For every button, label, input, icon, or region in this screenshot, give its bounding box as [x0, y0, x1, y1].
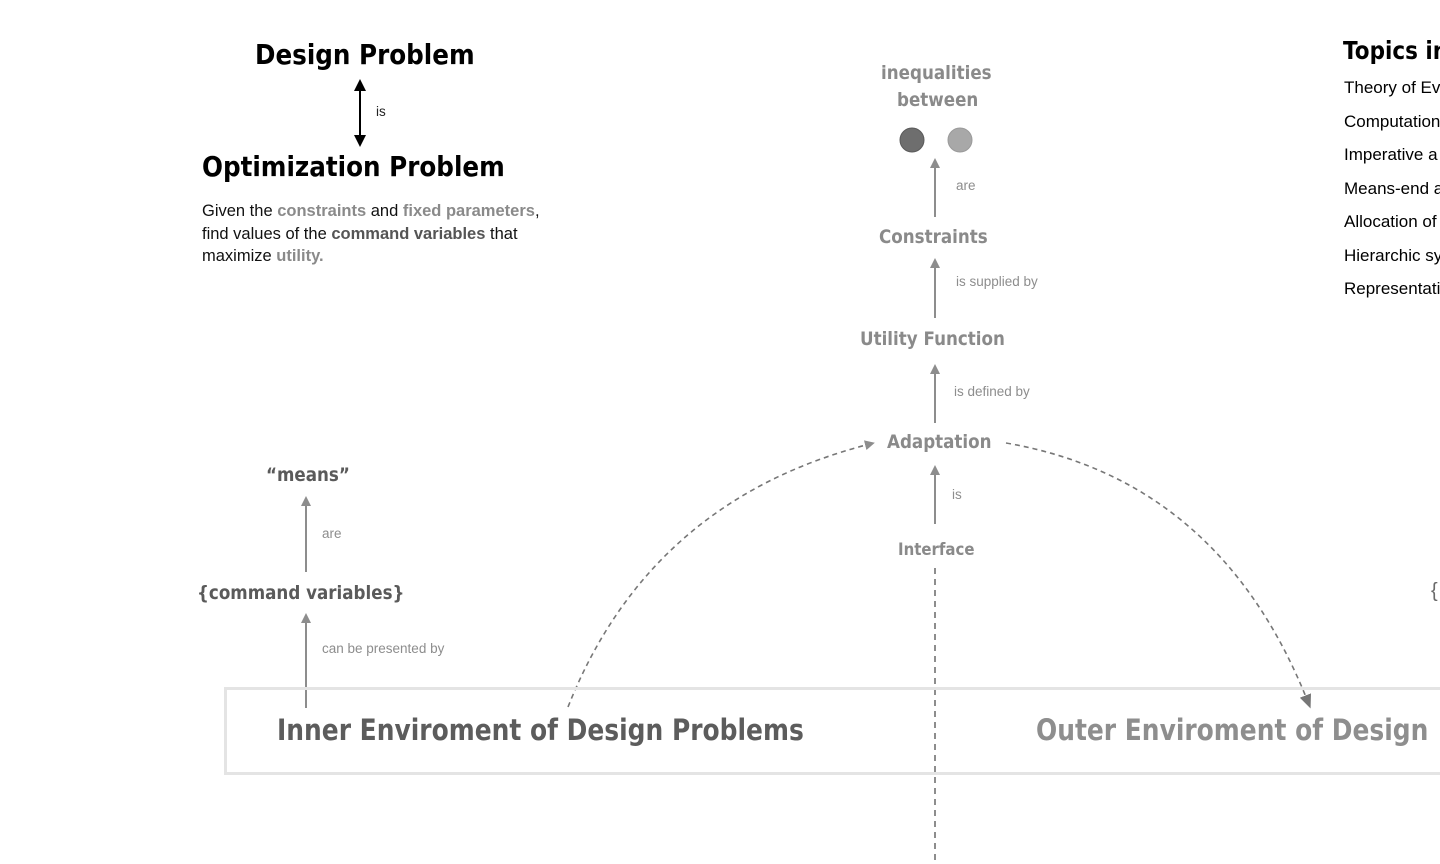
- is-label: is: [952, 487, 962, 502]
- outer-environment-label: Outer Enviroment of Design: [1036, 713, 1429, 747]
- arc-adaptation-to-outer: [1005, 442, 1311, 709]
- inequality-dot-dark: [899, 127, 925, 153]
- adaptation-node: Adaptation: [887, 431, 992, 453]
- desc-text: maximize: [202, 247, 277, 265]
- design-problem-title: Design Problem: [255, 38, 475, 71]
- optimization-problem-title: Optimization Problem: [202, 150, 505, 183]
- command-variables-node: {command variables}: [197, 582, 405, 604]
- desc-constraints: constraints: [277, 202, 367, 220]
- inequality-dot-light: [947, 127, 973, 153]
- desc-text: ,: [534, 202, 540, 220]
- utility-function-node: Utility Function: [860, 328, 1005, 350]
- desc-text: and: [366, 202, 403, 220]
- topic-item: Theory of Ev: [1344, 78, 1440, 97]
- topic-item: Allocation of: [1344, 212, 1437, 231]
- defined-by-label: is defined by: [954, 384, 1030, 399]
- supplied-by-label: is supplied by: [956, 274, 1038, 289]
- topic-item: Imperative a: [1344, 145, 1438, 164]
- topic-item: Representati: [1344, 279, 1440, 298]
- desc-text: find values of the: [202, 224, 332, 243]
- are-label: are: [956, 178, 976, 193]
- environment-box: [224, 687, 1440, 775]
- between-label: between: [897, 89, 979, 111]
- desc-text: Given the: [202, 202, 278, 220]
- topics-title: Topics in: [1343, 36, 1440, 65]
- constraints-node: Constraints: [879, 226, 988, 248]
- is-relation-label: is: [376, 104, 386, 119]
- topic-item: Hierarchic sy: [1344, 246, 1440, 265]
- topic-item: Computation: [1344, 112, 1440, 131]
- optimization-description: Given the constraints and fixed paramete…: [202, 200, 582, 268]
- arc-inner-to-adaptation: [567, 440, 875, 708]
- desc-fixed-parameters: fixed parameters: [402, 202, 535, 220]
- desc-command-variables: command variables: [331, 224, 486, 243]
- interface-node: Interface: [898, 540, 975, 560]
- outer-brace-partial: {: [1431, 580, 1438, 602]
- presented-by-label: can be presented by: [322, 641, 445, 656]
- desc-utility: utility.: [276, 247, 324, 265]
- topic-item: Means-end a: [1344, 179, 1440, 198]
- means-are-label: are: [322, 526, 342, 541]
- inequalities-label: inequalities: [881, 62, 992, 84]
- means-node: “means”: [266, 464, 350, 486]
- desc-text: that: [485, 224, 518, 243]
- inner-environment-label: Inner Enviroment of Design Problems: [277, 713, 804, 747]
